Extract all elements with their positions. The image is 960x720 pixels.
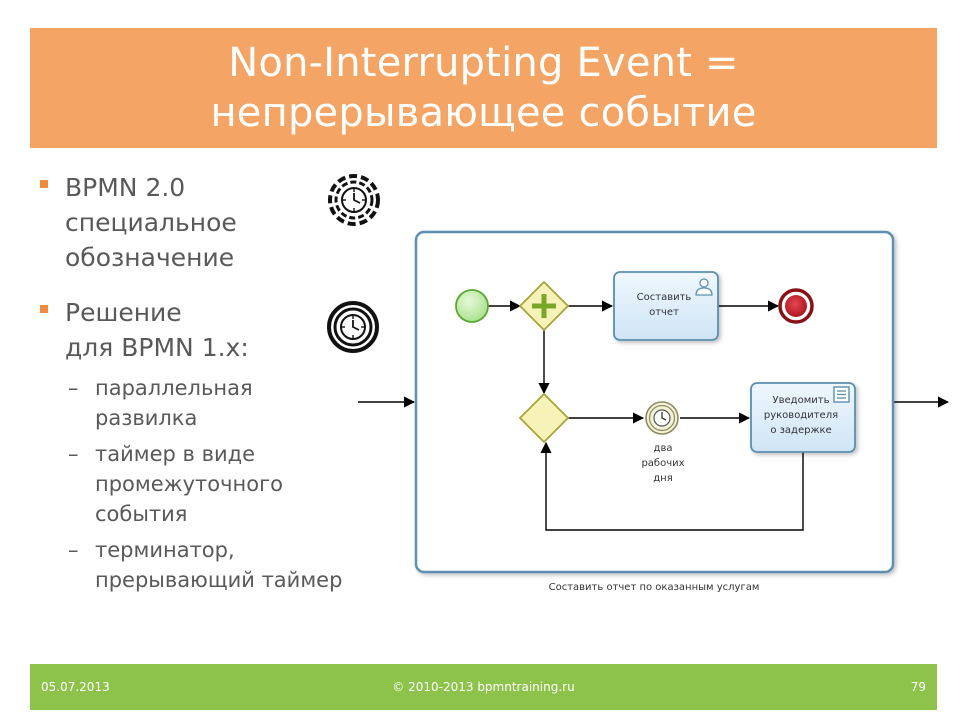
non-interrupting-timer-icon bbox=[328, 174, 380, 226]
bullet-bpmn1: Решение для BPMN 1.x: bbox=[40, 295, 400, 365]
sub-bullet-terminator: – терминатор, прерывающий таймер bbox=[40, 535, 400, 595]
timer-intermediate-event bbox=[645, 401, 679, 435]
script-task-icon bbox=[833, 386, 850, 403]
bullet-marker bbox=[40, 305, 48, 313]
bullet-bpmn1-line-2: для BPMN 1.x: bbox=[65, 333, 249, 362]
sub-bullet-parallel: – параллельная развилка bbox=[40, 373, 400, 433]
sub-bullet-terminator-line-1: терминатор, bbox=[95, 538, 235, 562]
footer-copyright: © 2010-2013 bpmntraining.ru bbox=[392, 680, 575, 694]
flow-task2-loop-back bbox=[540, 441, 804, 531]
slide-title-line-2: непрерывающее событие bbox=[210, 90, 757, 136]
sub-bullet-timer-line-1: таймер в виде bbox=[95, 442, 256, 466]
footer-bar: 05.07.2013 © 2010-2013 bpmntraining.ru 7… bbox=[30, 664, 937, 710]
task1-label-line-1: Составить bbox=[637, 292, 692, 303]
end-event bbox=[778, 288, 814, 324]
exclusive-gateway bbox=[518, 392, 570, 444]
slide-title-line-1: Non-Interrupting Event = bbox=[228, 40, 739, 86]
task1-label-line-2: отчет bbox=[649, 307, 679, 318]
bullet-bpmn2-line-3: обозначение bbox=[65, 243, 235, 272]
task2-label-line-1: Уведомить bbox=[773, 395, 830, 406]
sub-bullet-timer-line-3: события bbox=[95, 502, 188, 526]
bullet-list: BPMN 2.0 специальное обозначение Решение… bbox=[40, 170, 400, 595]
start-event bbox=[455, 289, 489, 323]
interrupting-timer-icon bbox=[327, 301, 379, 353]
task-notify-manager: Уведомить руководителя о задержке bbox=[750, 382, 856, 453]
bullet-bpmn2: BPMN 2.0 специальное обозначение bbox=[40, 170, 400, 275]
sub-bullet-parallel-line-2: развилка bbox=[95, 406, 198, 430]
bullet-bpmn2-line-1: BPMN 2.0 bbox=[65, 173, 186, 202]
title-bar: Non-Interrupting Event = непрерывающее с… bbox=[30, 28, 937, 148]
sub-bullet-dash: – bbox=[68, 442, 79, 466]
user-task-icon bbox=[695, 278, 713, 296]
footer-date: 05.07.2013 bbox=[41, 680, 110, 694]
timer-label-line-2: рабочих bbox=[641, 458, 684, 469]
bullet-bpmn2-line-2: специальное bbox=[65, 208, 237, 237]
subprocess-caption: Составить отчет по оказанным услугам bbox=[549, 582, 760, 593]
parallel-gateway bbox=[518, 280, 570, 332]
sub-bullet-dash: – bbox=[68, 538, 79, 562]
timer-label-line-1: два bbox=[654, 443, 673, 454]
footer-page-number: 79 bbox=[910, 680, 926, 694]
task2-label-line-2: руководителя bbox=[764, 410, 838, 421]
sub-bullet-terminator-line-2: прерывающий таймер bbox=[95, 568, 343, 592]
sub-bullet-parallel-line-1: параллельная bbox=[95, 376, 253, 400]
task-compose-report: Составить отчет bbox=[613, 271, 719, 341]
sub-bullet-dash: – bbox=[68, 376, 79, 400]
timer-label-line-3: дня bbox=[653, 473, 672, 484]
bullet-marker bbox=[40, 180, 48, 188]
sub-bullet-timer: – таймер в виде промежуточного события bbox=[40, 439, 400, 529]
bullet-bpmn1-line-1: Решение bbox=[65, 298, 182, 327]
task2-label-line-3: о задержке bbox=[770, 425, 831, 436]
sub-bullet-timer-line-2: промежуточного bbox=[95, 472, 283, 496]
